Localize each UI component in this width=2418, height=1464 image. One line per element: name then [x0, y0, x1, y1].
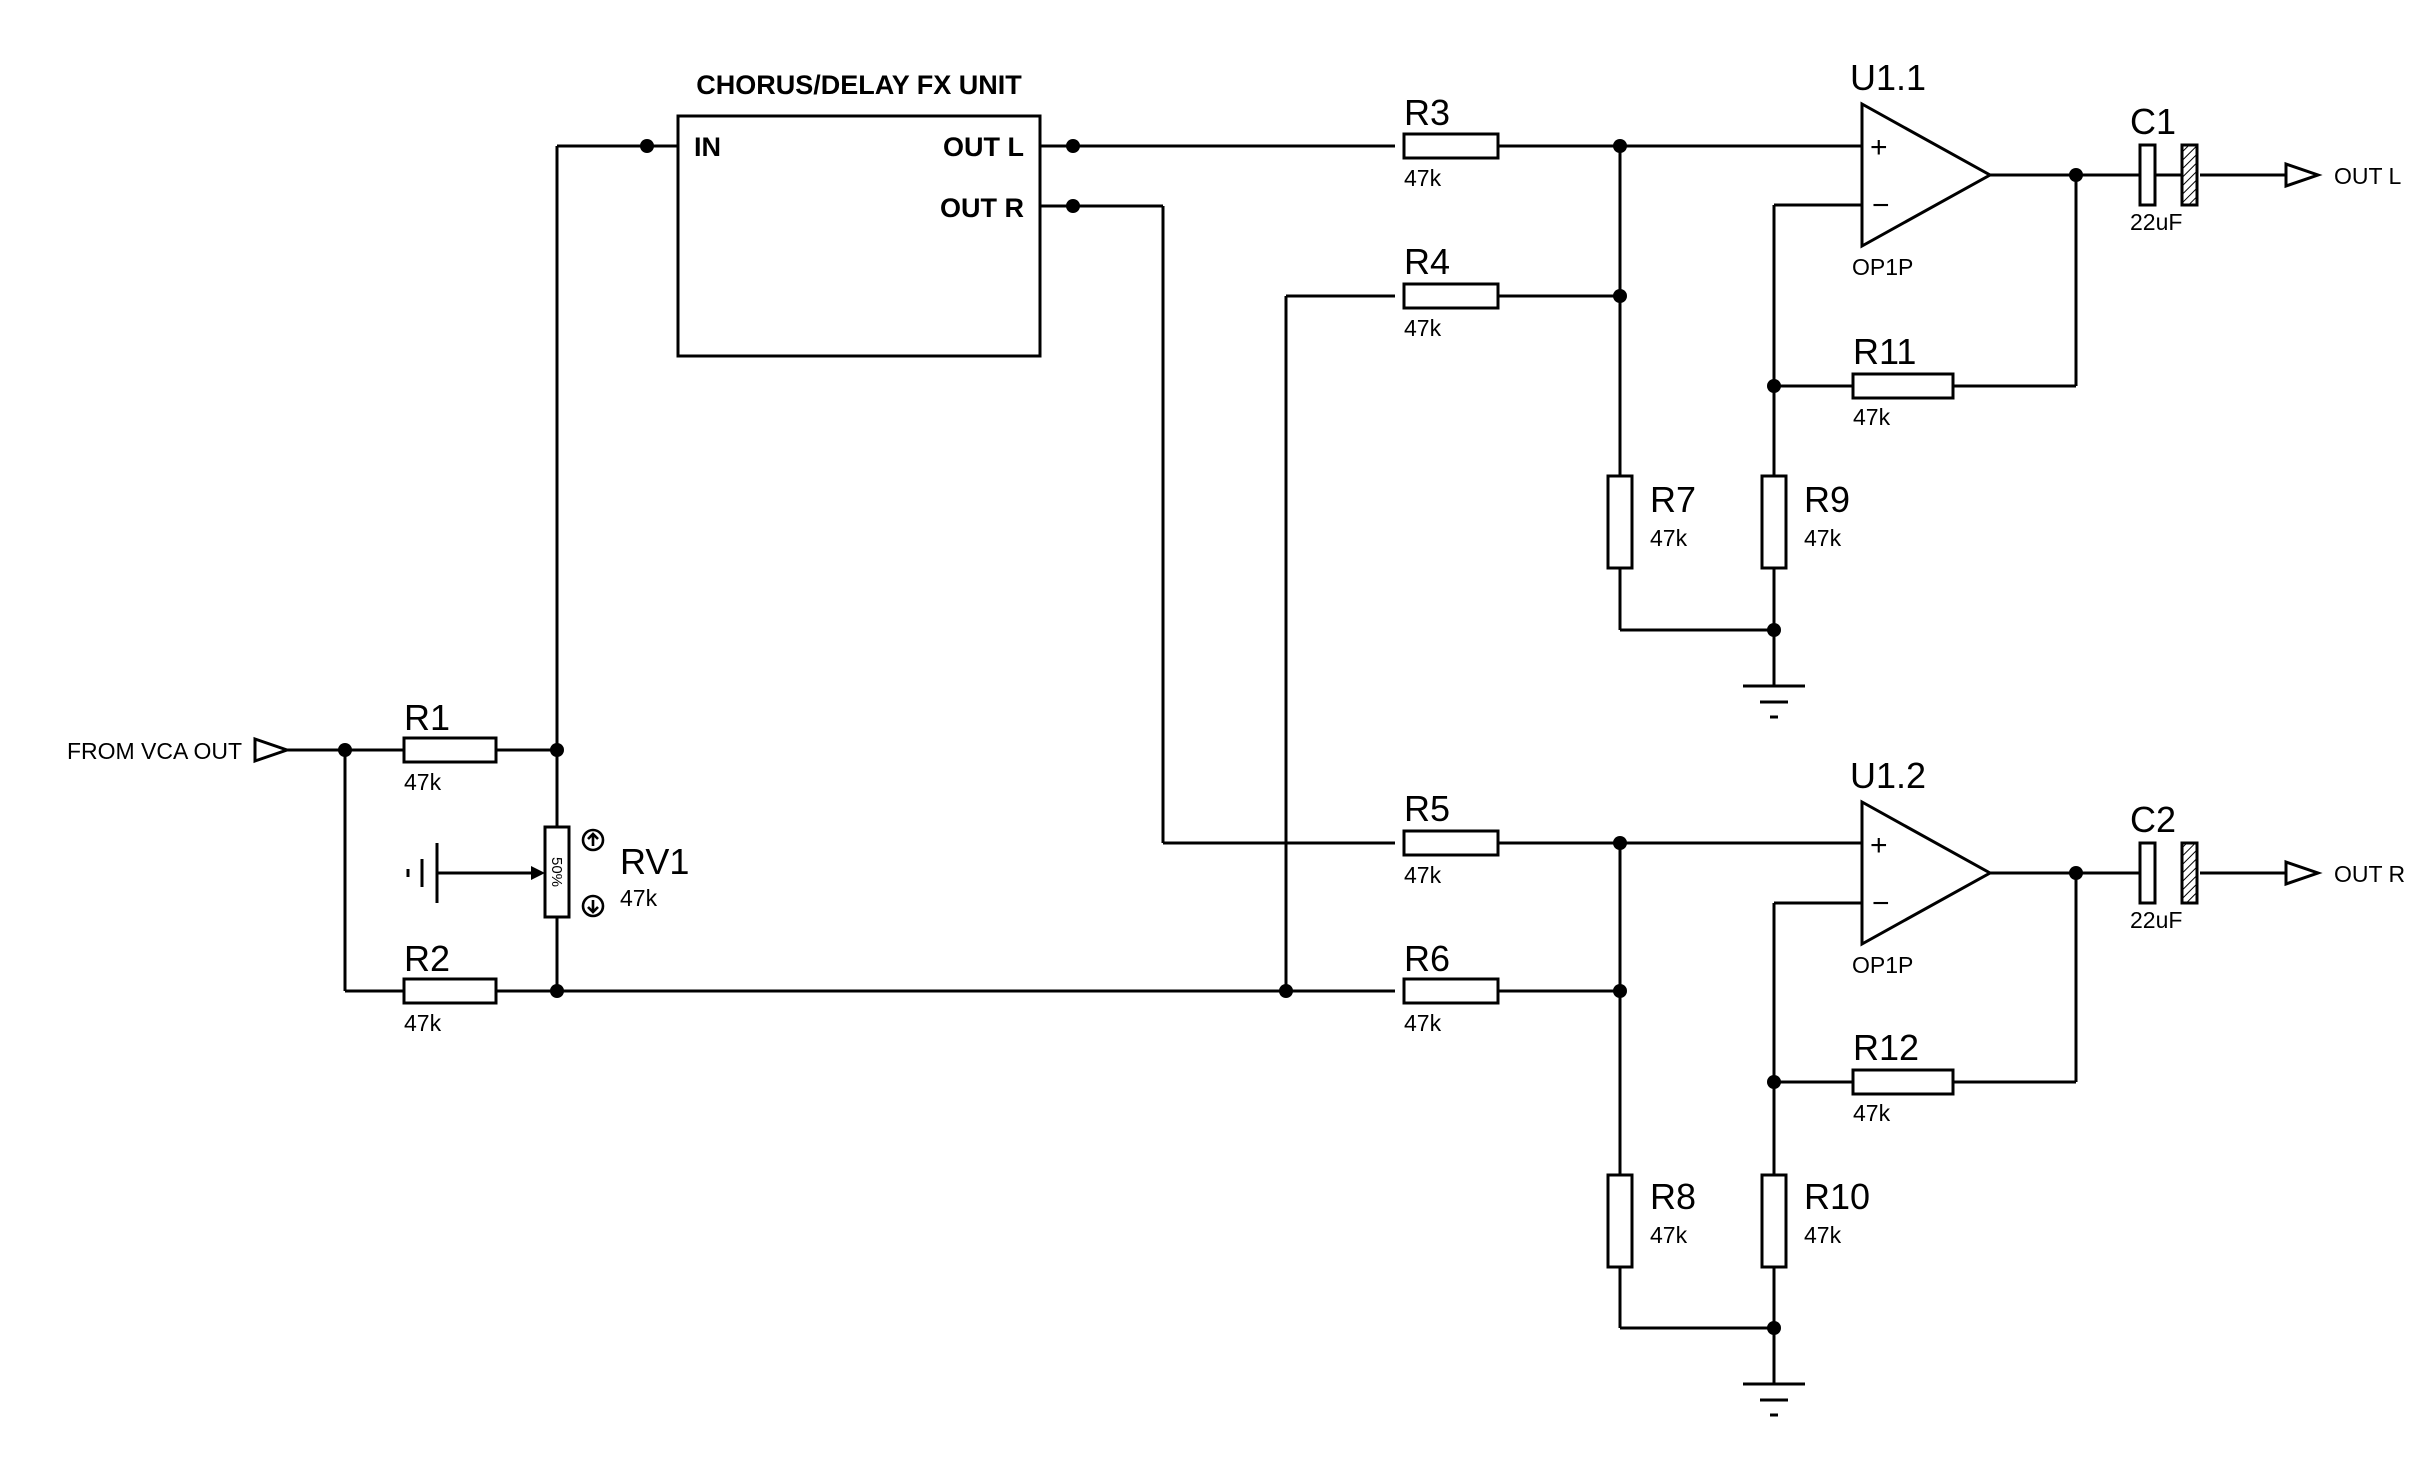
capacitor-c1: C1 22uF: [2130, 101, 2199, 235]
junction-dot: [640, 139, 654, 153]
input-port-arrow: [253, 736, 292, 764]
ground-icon: [1743, 630, 1805, 719]
resistor-r1: R1 47k: [402, 697, 498, 795]
junction-dot: [1767, 1075, 1781, 1089]
r4-ref: R4: [1404, 241, 1450, 282]
resistor-r7: R7 47k: [1606, 474, 1696, 570]
c1-value: 22uF: [2130, 209, 2182, 235]
fx-pin-out-r: OUT R: [940, 193, 1024, 223]
capacitor-c2: C2 22uF: [2130, 799, 2199, 933]
junction-dot: [2069, 168, 2083, 182]
opamp-u1-1: U1.1 OP1P + −: [1850, 57, 1994, 280]
input-port-label: FROM VCA OUT: [67, 738, 242, 764]
junctions: [338, 139, 2083, 1335]
junction-dot: [1613, 836, 1627, 850]
u1-1-minus: −: [1872, 189, 1890, 222]
resistor-r10: R10 47k: [1760, 1173, 1870, 1269]
u1-1-ref: U1.1: [1850, 57, 1926, 98]
junction-dot: [1279, 984, 1293, 998]
output-port-r: OUT R: [2284, 859, 2405, 887]
junction-dot: [1613, 139, 1627, 153]
r3-value: 47k: [1404, 165, 1442, 191]
r8-value: 47k: [1650, 1222, 1688, 1248]
junction-dot: [1066, 139, 1080, 153]
r10-ref: R10: [1804, 1176, 1870, 1217]
junction-dot: [2069, 866, 2083, 880]
r12-value: 47k: [1853, 1100, 1891, 1126]
fx-pin-in: IN: [694, 132, 721, 162]
rv1-value: 47k: [620, 885, 658, 911]
r2-value: 47k: [404, 1010, 442, 1036]
resistor-r2: R2 47k: [402, 938, 498, 1036]
junction-dot: [550, 743, 564, 757]
output-port-r-label: OUT R: [2334, 861, 2405, 887]
r1-ref: R1: [404, 697, 450, 738]
opamp-u1-2: U1.2 OP1P + −: [1850, 755, 1994, 978]
ground-icon: [1743, 1328, 1805, 1417]
r11-ref: R11: [1853, 331, 1916, 372]
output-port-arrow: [2284, 859, 2323, 887]
resistor-r8: R8 47k: [1606, 1173, 1696, 1269]
u1-2-ref: U1.2: [1850, 755, 1926, 796]
r10-value: 47k: [1804, 1222, 1842, 1248]
rv1-setting: 50%: [548, 857, 565, 887]
c2-ref: C2: [2130, 799, 2176, 840]
u1-1-model: OP1P: [1852, 254, 1913, 280]
u1-2-plus: +: [1870, 829, 1888, 862]
resistor-r11: R11 47k: [1851, 331, 1955, 430]
u1-2-model: OP1P: [1852, 952, 1913, 978]
input-port: FROM VCA OUT: [67, 736, 292, 764]
resistor-r9: R9 47k: [1760, 474, 1850, 570]
r6-value: 47k: [1404, 1010, 1442, 1036]
wiper-arrow-icon: [531, 866, 545, 880]
resistor-r5: R5 47k: [1402, 788, 1500, 888]
r5-ref: R5: [1404, 788, 1450, 829]
r4-value: 47k: [1404, 315, 1442, 341]
r7-ref: R7: [1650, 479, 1696, 520]
r3-ref: R3: [1404, 92, 1450, 133]
resistor-r3: R3 47k: [1402, 92, 1500, 191]
junction-dot: [1066, 199, 1080, 213]
junction-dot: [550, 984, 564, 998]
fx-pin-out-l: OUT L: [943, 132, 1024, 162]
increase-arrow-icon: [581, 828, 605, 852]
fx-unit[interactable]: CHORUS/DELAY FX UNIT IN OUT L OUT R: [676, 70, 1042, 358]
output-port-l: OUT L: [2284, 161, 2402, 189]
junction-dot: [1613, 984, 1627, 998]
u1-2-minus: −: [1872, 887, 1890, 920]
resistor-r4: R4 47k: [1402, 241, 1500, 341]
c1-ref: C1: [2130, 101, 2176, 142]
resistor-r12: R12 47k: [1851, 1027, 1955, 1126]
junction-dot: [1767, 379, 1781, 393]
r6-ref: R6: [1404, 938, 1450, 979]
u1-1-plus: +: [1870, 131, 1888, 164]
r8-ref: R8: [1650, 1176, 1696, 1217]
junction-dot: [338, 743, 352, 757]
resistor-r6: R6 47k: [1402, 938, 1500, 1036]
output-port-arrow: [2284, 161, 2323, 189]
decrease-arrow-icon: [581, 894, 605, 918]
ground-icon: [406, 843, 439, 903]
r9-value: 47k: [1804, 525, 1842, 551]
c2-value: 22uF: [2130, 907, 2182, 933]
r9-ref: R9: [1804, 479, 1850, 520]
r1-value: 47k: [404, 769, 442, 795]
potentiometer-rv1[interactable]: 50% RV1 47k: [531, 825, 689, 919]
r7-value: 47k: [1650, 525, 1688, 551]
rv1-ref: RV1: [620, 841, 689, 882]
r5-value: 47k: [1404, 862, 1442, 888]
junction-dot: [1613, 289, 1627, 303]
r11-value: 47k: [1853, 404, 1891, 430]
fx-unit-title: CHORUS/DELAY FX UNIT: [696, 70, 1022, 100]
r12-ref: R12: [1853, 1027, 1919, 1068]
r2-ref: R2: [404, 938, 450, 979]
wires: [287, 144, 2286, 1384]
output-port-l-label: OUT L: [2334, 163, 2402, 189]
